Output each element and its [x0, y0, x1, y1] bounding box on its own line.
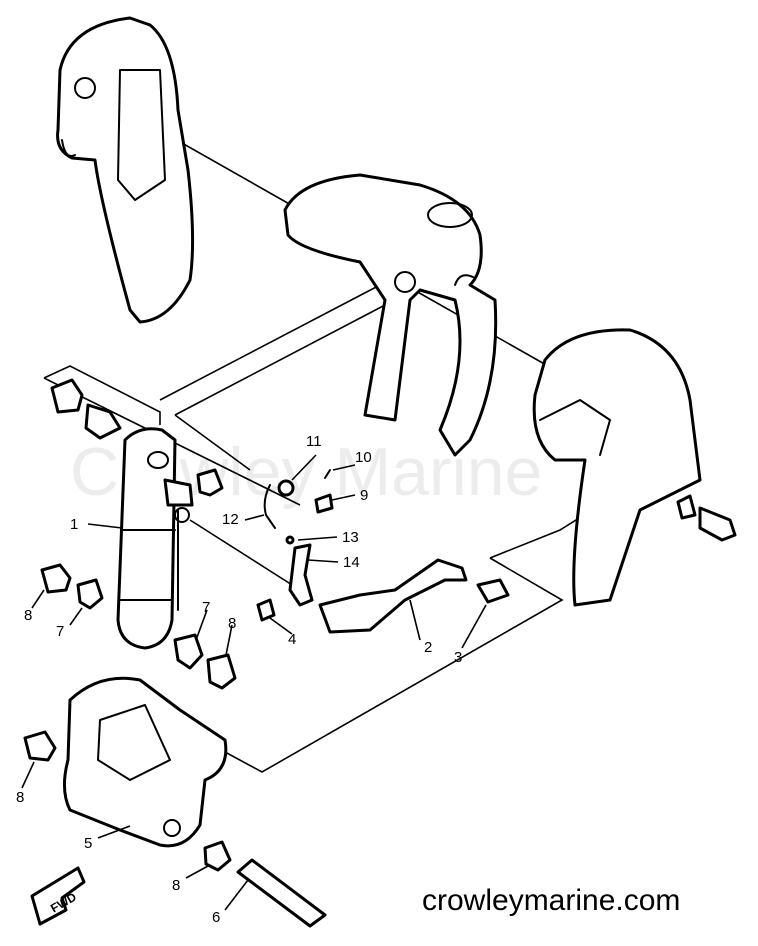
callout-9: 9	[360, 487, 368, 504]
callout-8-left: 8	[24, 607, 32, 624]
bushing-mid	[196, 468, 224, 497]
mounting-bracket-base	[63, 676, 228, 848]
callout-10: 10	[355, 449, 372, 466]
bushing-top	[50, 378, 122, 440]
callout-2: 2	[424, 639, 432, 656]
callout-7-right: 7	[202, 599, 210, 616]
callout-6: 6	[212, 909, 220, 926]
callout-5: 5	[84, 835, 92, 852]
callout-8-lower-left: 8	[16, 789, 24, 806]
collar-lower-left	[23, 730, 57, 762]
callout-leaders	[21, 454, 487, 911]
callout-13: 13	[342, 529, 359, 546]
bracket-bolt	[676, 494, 737, 542]
collar-bottom	[173, 633, 237, 690]
footer-url: crowleymarine.com	[422, 884, 680, 917]
collar-left	[40, 563, 104, 610]
callout-8-right: 8	[228, 615, 236, 632]
callout-3: 3	[454, 649, 462, 666]
swivel-bracket	[283, 173, 498, 457]
callout-4: 4	[288, 631, 296, 648]
callout-1: 1	[70, 516, 78, 533]
callout-12: 12	[222, 511, 239, 528]
callout-8-bottom: 8	[172, 877, 180, 894]
callout-7-left: 7	[56, 623, 64, 640]
clamp-bracket-upper	[56, 16, 195, 324]
small-parts	[263, 469, 334, 545]
fwd-arrow-icon: FWD	[30, 866, 86, 926]
collar-lower-right	[203, 840, 232, 872]
tilt-cylinder	[116, 427, 194, 650]
callout-14: 14	[343, 554, 360, 571]
callout-11: 11	[306, 433, 322, 450]
callout-labels: 1 2 3 4 5 6 7 7 8 8 8 8 9 10 11 12 13 14	[16, 433, 462, 926]
clamp-bracket-right	[532, 328, 702, 607]
lever-assembly	[256, 543, 510, 634]
tilt-shaft	[236, 858, 327, 928]
